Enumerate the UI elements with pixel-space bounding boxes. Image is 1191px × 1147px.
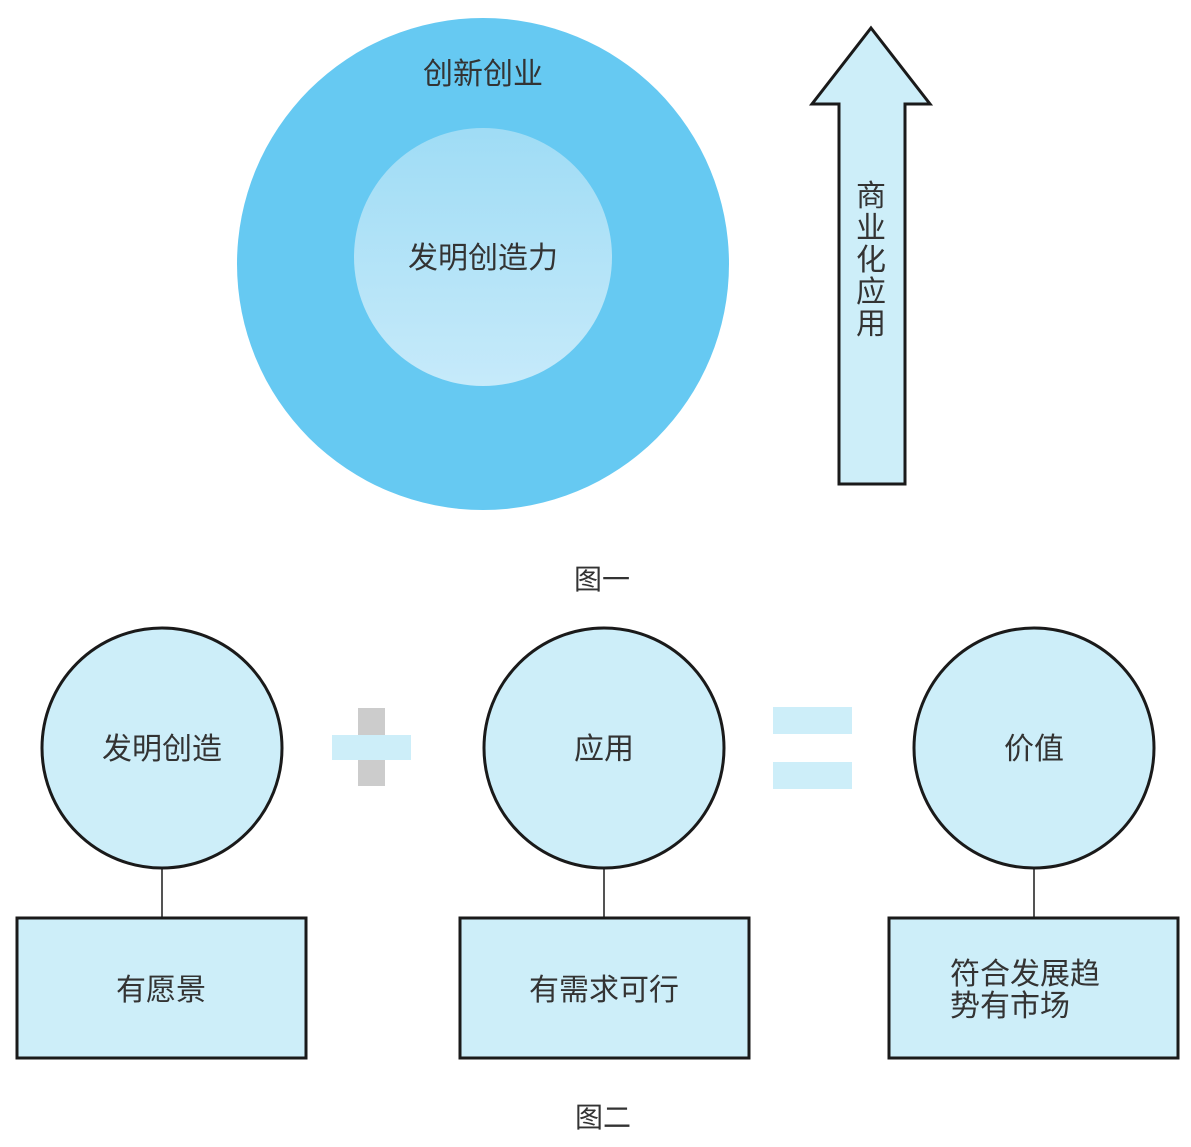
- equals-bottom-bar: [773, 762, 852, 789]
- figure-1: 创新创业 发明创造力 商 业 化 应 用 图一: [237, 18, 934, 596]
- arrow-label-char: 化: [856, 243, 886, 278]
- formula-item-value: 价值 符合发展趋 势有市场: [887, 626, 1180, 1060]
- plus-horizontal-bar: [332, 735, 411, 760]
- circle-application: [482, 626, 726, 870]
- circle-value: [912, 626, 1156, 870]
- arrow-label-char: 应: [856, 275, 886, 310]
- figure-1-caption: 图一: [574, 563, 630, 596]
- box-vision: [15, 916, 308, 1060]
- arrow-label-char: 用: [856, 307, 886, 342]
- formula-item-application: 应用 有需求可行: [458, 626, 751, 1060]
- inner-circle-invention: [354, 128, 612, 386]
- box-label: 有愿景: [116, 973, 206, 1008]
- arrow-vertical-label: 商 业 化 应 用: [856, 179, 886, 342]
- box-label: 有需求可行: [529, 973, 679, 1008]
- arrow-label-char: 业: [856, 211, 886, 246]
- equals-sign: [773, 707, 852, 789]
- circle-label: 发明创造: [102, 732, 222, 767]
- box-label-line-2: 势有市场: [950, 989, 1070, 1024]
- figure-2: 发明创造 有愿景 应用 有需求可行 价值 符合发展趋: [15, 626, 1180, 1134]
- box-label-line-1: 符合发展趋: [950, 957, 1100, 992]
- circle-label: 应用: [574, 732, 634, 767]
- box-demand-feasible: [458, 916, 751, 1060]
- circle-invention: [40, 626, 284, 870]
- figure-2-caption: 图二: [575, 1101, 631, 1134]
- box-trend-market: [887, 916, 1180, 1060]
- formula-item-invention: 发明创造 有愿景: [15, 626, 308, 1060]
- equals-top-bar: [773, 707, 852, 734]
- arrow-label-char: 商: [856, 179, 886, 214]
- inner-circle-label: 发明创造力: [408, 241, 558, 276]
- up-arrow-commercialization: [808, 25, 934, 486]
- circle-label: 价值: [1004, 732, 1064, 767]
- plus-sign: [332, 708, 411, 786]
- outer-circle-label: 创新创业: [423, 57, 543, 92]
